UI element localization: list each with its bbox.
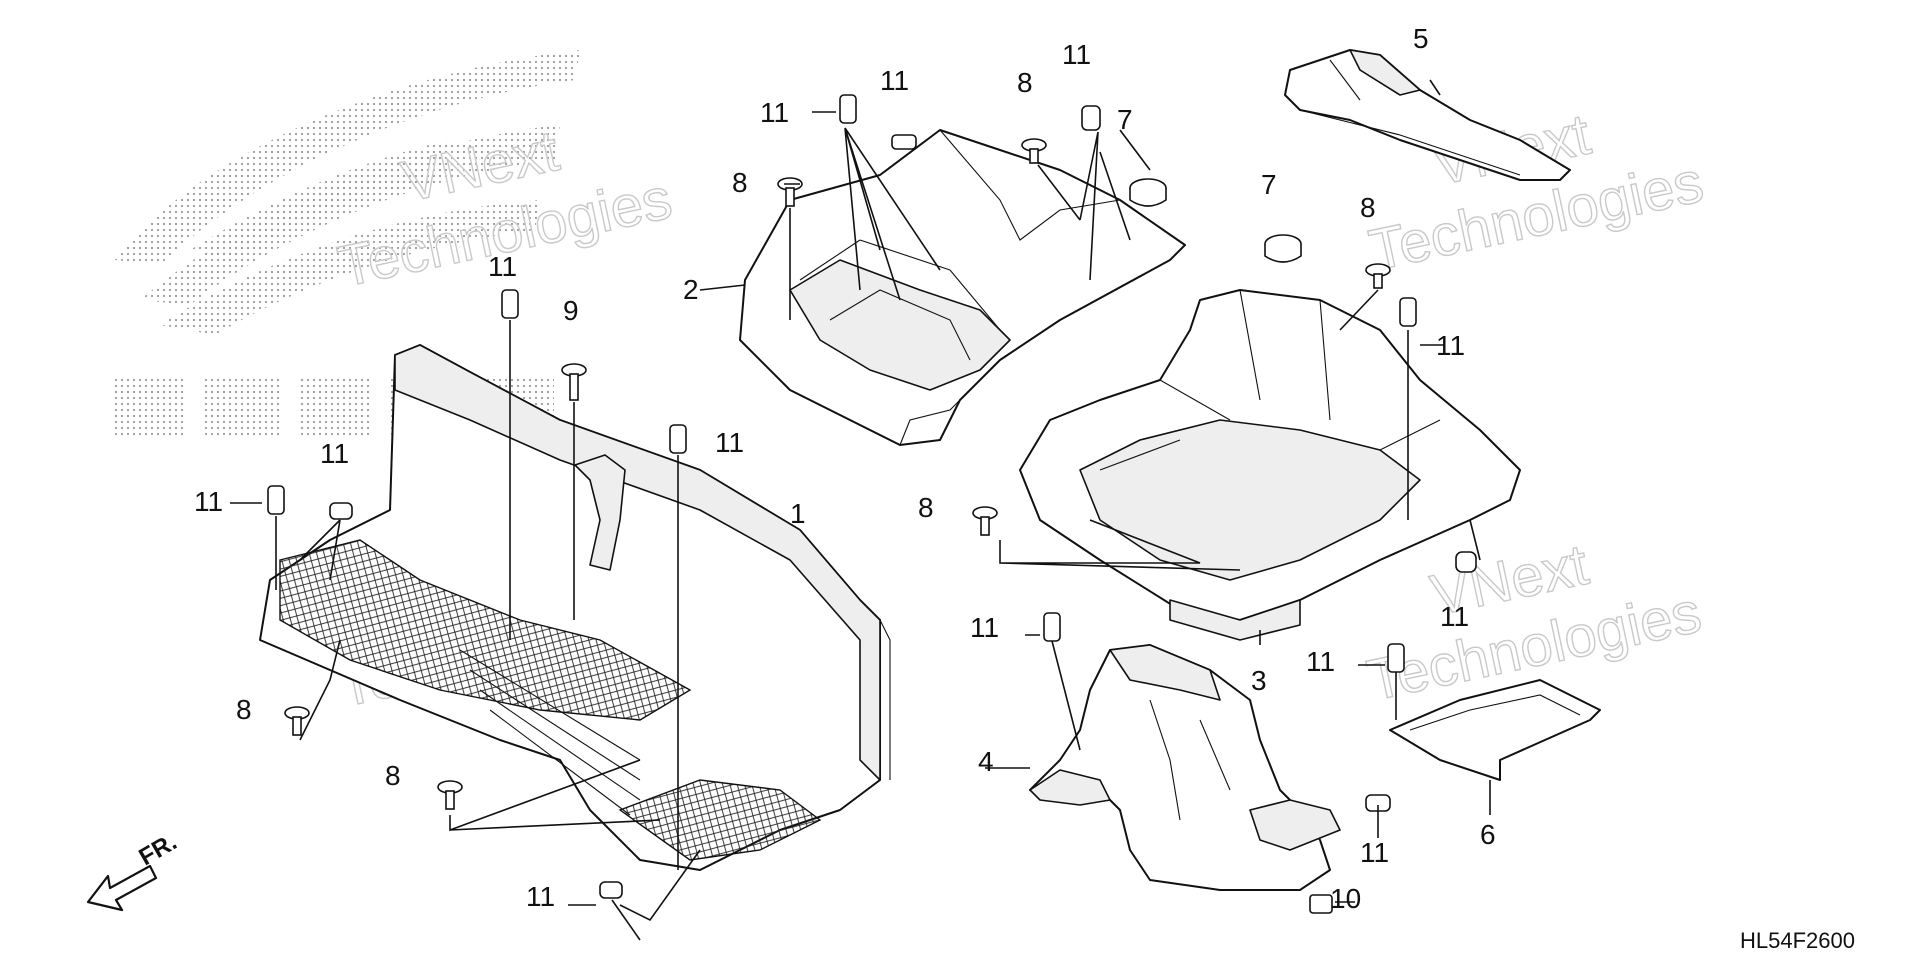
clip-11h — [1399, 297, 1417, 327]
diagram-code: HL54F2600 — [1740, 928, 1855, 953]
callout-3: 3 — [1251, 665, 1267, 696]
callout-11e: 11 — [715, 427, 744, 458]
callout-11h: 11 — [1436, 330, 1465, 361]
clip-11m — [599, 881, 623, 899]
part-4-center-housing — [1029, 644, 1341, 891]
callout-1: 1 — [790, 498, 806, 529]
bolt-8e — [284, 706, 310, 736]
callout-11l: 11 — [1360, 837, 1389, 868]
clip-11c — [1081, 105, 1101, 131]
clip-11g — [329, 502, 353, 520]
clip-11k — [1387, 643, 1405, 673]
callout-11i: 11 — [1440, 601, 1469, 632]
clip-11a — [839, 94, 857, 124]
leader-lines — [230, 79, 1491, 941]
callout-8b: 8 — [1017, 67, 1033, 98]
part-3-rear-tray — [1019, 289, 1521, 641]
callout-11b: 11 — [880, 65, 909, 96]
clip-11i — [1455, 551, 1477, 573]
callout-labels: 1 2 3 4 5 6 7 7 8 8 8 8 8 8 9 10 11 11 1… — [194, 23, 1496, 914]
callout-2: 2 — [683, 274, 699, 305]
callout-8f: 8 — [385, 760, 401, 791]
callout-11a: 11 — [760, 97, 789, 128]
callout-4: 4 — [978, 746, 994, 777]
grommet-7a — [1129, 178, 1167, 207]
callout-9: 9 — [563, 295, 579, 326]
part-2-upper-tray — [739, 129, 1186, 446]
callout-10: 10 — [1330, 883, 1361, 914]
clip-11f — [267, 485, 285, 515]
grommet-7b — [1264, 234, 1302, 263]
clip-11b — [891, 134, 917, 150]
callout-11g: 11 — [320, 438, 349, 469]
front-arrow-label: FR. — [135, 828, 182, 871]
bolt-8b — [1021, 138, 1047, 164]
callout-7b: 7 — [1261, 169, 1277, 200]
callout-11d: 11 — [488, 251, 517, 282]
callout-7a: 7 — [1117, 104, 1133, 135]
callout-11c: 11 — [1062, 39, 1091, 70]
callout-6: 6 — [1480, 819, 1496, 850]
clip-11d — [501, 289, 519, 319]
callout-11j: 11 — [970, 612, 999, 643]
callout-8c: 8 — [1360, 192, 1376, 223]
bolt-9 — [561, 363, 587, 401]
bolt-8f — [437, 780, 463, 810]
callout-5: 5 — [1413, 23, 1429, 54]
bolt-8d — [972, 506, 998, 536]
callout-8a: 8 — [732, 167, 748, 198]
clip-10 — [1309, 894, 1333, 914]
front-arrow-icon: FR. — [86, 828, 182, 912]
clip-11e — [669, 424, 687, 454]
bolt-8c — [1365, 263, 1391, 289]
clip-11j — [1043, 612, 1061, 642]
callout-8e: 8 — [236, 694, 252, 725]
callout-11f: 11 — [194, 486, 223, 517]
part-5-top-cover — [1284, 49, 1571, 181]
part-6-plate — [1389, 679, 1601, 781]
part-1-floor-panel — [259, 344, 891, 871]
callout-11m: 11 — [526, 881, 555, 912]
callout-8d: 8 — [918, 492, 934, 523]
callout-11k: 11 — [1306, 646, 1335, 677]
